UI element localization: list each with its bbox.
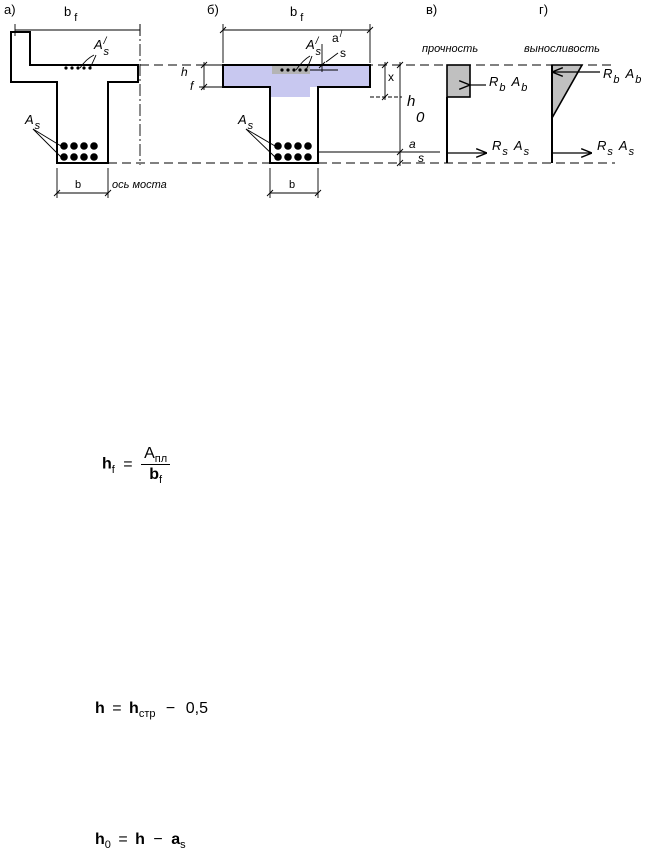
label-as-small-sub: s [418, 151, 424, 165]
formula-hf-den-sub: f [158, 474, 163, 486]
panel-b-section [199, 24, 440, 198]
panel-label-a: а) [4, 2, 16, 17]
label-a-prime-sub: s [340, 46, 346, 60]
label-bridge-axis: ось моста [112, 179, 167, 191]
formula-h-lhs: h [95, 700, 105, 717]
label-a-prime: a/ [332, 29, 343, 45]
formula-h0-rhs1: h [135, 831, 145, 848]
label-as-a: As [24, 112, 41, 132]
formula-hf-lhs-sub: f [111, 463, 115, 476]
label-as-prime-a: A/s [93, 36, 109, 58]
formula-hf: hf = Aпл bf [102, 445, 171, 486]
formula-h-eq: = [112, 700, 122, 717]
label-b-b: b [289, 179, 295, 191]
formula-h0-lhs-sub: 0 [104, 839, 111, 851]
label-as-b: As [237, 112, 254, 132]
formula-hf-num-sub: пл [154, 453, 168, 465]
formula-hf-lhs: h [102, 455, 112, 473]
formula-h: h = hстр − 0,5 [95, 700, 208, 720]
formula-h0-lhs: h [95, 831, 105, 848]
formula-h-value: 0,5 [185, 700, 208, 717]
label-as-small: a [409, 137, 416, 151]
label-x: x [388, 70, 394, 84]
label-strength: прочность [422, 43, 478, 55]
panel-a-section [10, 24, 141, 198]
formula-h0-eq: = [118, 831, 128, 848]
formula-h-minus: − [165, 700, 176, 717]
label-b-a: b [75, 179, 81, 191]
formula-hf-eq: = [123, 455, 133, 473]
panel-label-b: б) [207, 2, 219, 17]
formula-h0-rhs2-sub: s [180, 839, 186, 851]
formula-h0-rhs2: a [171, 831, 181, 848]
formula-h0: h0 = h − as [95, 831, 186, 851]
label-h0: h [407, 93, 415, 110]
label-endurance: выносливость [524, 43, 600, 55]
label-h0-sub: 0 [416, 109, 425, 126]
label-hf: h [181, 65, 188, 79]
formula-hf-num: A [144, 445, 155, 462]
panel-label-c: в) [426, 2, 437, 17]
label-hf-sub: f [190, 79, 195, 93]
panel-c-stress [446, 64, 487, 163]
label-as-prime-b: A/s [305, 36, 321, 58]
formula-h-rhs-sub: стр [138, 708, 156, 720]
cross-section-diagram: а) б) в) г) [4, 2, 641, 198]
panel-d-stress [551, 64, 600, 163]
formula-h-rhs: h [129, 700, 139, 717]
formula-hf-fraction: Aпл bf [141, 445, 171, 486]
formula-h0-minus: − [153, 831, 163, 848]
formula-hf-den: b [149, 466, 159, 483]
panel-label-d: г) [539, 2, 548, 17]
